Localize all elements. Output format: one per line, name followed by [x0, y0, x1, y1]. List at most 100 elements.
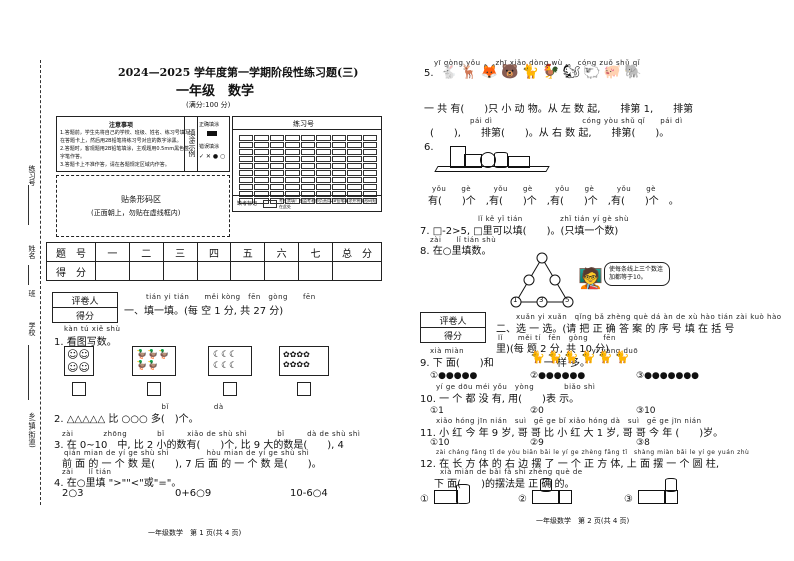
practice-bubble[interactable]: [300, 198, 316, 204]
q11-option-1[interactable]: ①10: [430, 438, 450, 448]
practice-bubble[interactable]: [254, 191, 269, 197]
practice-bubble[interactable]: [331, 156, 347, 162]
practice-bubble[interactable]: [362, 149, 377, 155]
q10-option-2[interactable]: ②0: [530, 406, 544, 416]
practice-bubble[interactable]: [316, 156, 331, 162]
practice-bubble[interactable]: [269, 170, 285, 176]
q4-item-2[interactable]: 0+6○9: [175, 488, 212, 499]
q1-answer-box-1[interactable]: [72, 382, 86, 396]
q10-option-3[interactable]: ③10: [636, 406, 656, 416]
missing-mark-box[interactable]: [263, 200, 277, 208]
practice-bubble[interactable]: [269, 163, 285, 169]
practice-bubble[interactable]: [285, 135, 300, 141]
practice-bubble[interactable]: [269, 191, 285, 197]
practice-bubble[interactable]: [316, 163, 331, 169]
practice-bubble[interactable]: [347, 170, 362, 176]
q9-option-3[interactable]: ③●●●●●●●: [636, 371, 700, 381]
practice-bubble[interactable]: [285, 156, 300, 162]
practice-bubble[interactable]: [254, 163, 269, 169]
practice-bubble[interactable]: [285, 142, 300, 148]
practice-bubble[interactable]: [300, 191, 316, 197]
q10-option-1[interactable]: ①1: [430, 406, 444, 416]
practice-bubble[interactable]: [254, 177, 269, 183]
practice-bubble[interactable]: [316, 198, 331, 204]
practice-bubble[interactable]: [254, 149, 269, 155]
q11-option-2[interactable]: ②9: [530, 438, 544, 448]
practice-bubble[interactable]: [316, 142, 331, 148]
practice-bubble[interactable]: [316, 170, 331, 176]
practice-bubble[interactable]: [239, 135, 254, 141]
practice-bubble[interactable]: [331, 170, 347, 176]
q1-answer-box-3[interactable]: [223, 382, 237, 396]
practice-bubble[interactable]: [347, 184, 362, 190]
practice-bubble[interactable]: [362, 163, 377, 169]
practice-bubble[interactable]: [331, 191, 347, 197]
practice-bubble[interactable]: [239, 142, 254, 148]
practice-bubble[interactable]: [362, 170, 377, 176]
q9-option-1[interactable]: ①●●●●●: [430, 371, 478, 381]
practice-bubble[interactable]: [300, 156, 316, 162]
practice-bubble[interactable]: [347, 149, 362, 155]
practice-bubble[interactable]: [269, 198, 285, 204]
q12-option-2-label[interactable]: ②: [518, 494, 527, 505]
practice-bubble[interactable]: [254, 142, 269, 148]
practice-bubble[interactable]: [331, 135, 347, 141]
practice-bubble[interactable]: [239, 184, 254, 190]
q1-answer-box-4[interactable]: [297, 382, 311, 396]
practice-bubble[interactable]: [300, 184, 316, 190]
practice-bubble[interactable]: [300, 177, 316, 183]
practice-bubble[interactable]: [285, 163, 300, 169]
q4-item-1[interactable]: 2○3: [62, 488, 84, 499]
practice-bubble[interactable]: [362, 156, 377, 162]
practice-bubble[interactable]: [362, 142, 377, 148]
practice-bubble[interactable]: [316, 149, 331, 155]
practice-bubble[interactable]: [347, 142, 362, 148]
score-cell[interactable]: [162, 261, 198, 281]
practice-bubble[interactable]: [285, 149, 300, 155]
practice-bubble[interactable]: [331, 149, 347, 155]
practice-bubble[interactable]: [362, 177, 377, 183]
practice-bubble[interactable]: [254, 156, 269, 162]
practice-bubble[interactable]: [331, 184, 347, 190]
practice-bubble[interactable]: [316, 184, 331, 190]
practice-bubble[interactable]: [285, 177, 300, 183]
practice-bubble[interactable]: [347, 163, 362, 169]
score-cell[interactable]: [264, 261, 300, 281]
practice-bubble[interactable]: [347, 156, 362, 162]
practice-bubble[interactable]: [269, 156, 285, 162]
practice-bubble[interactable]: [300, 163, 316, 169]
q11-option-3[interactable]: ③8: [636, 438, 650, 448]
practice-bubble[interactable]: [300, 135, 316, 141]
score-cell[interactable]: [298, 261, 333, 281]
practice-bubble[interactable]: [269, 184, 285, 190]
practice-bubble[interactable]: [362, 184, 377, 190]
practice-bubble[interactable]: [316, 177, 331, 183]
practice-bubble[interactable]: [347, 135, 362, 141]
practice-bubble[interactable]: [285, 184, 300, 190]
practice-bubble[interactable]: [285, 170, 300, 176]
score-cell[interactable]: [196, 261, 232, 281]
q9-option-2[interactable]: ②●●●●●●: [530, 371, 586, 381]
practice-bubble[interactable]: [347, 191, 362, 197]
practice-bubble[interactable]: [331, 163, 347, 169]
q1-answer-box-2[interactable]: [147, 382, 161, 396]
practice-bubble[interactable]: [362, 135, 377, 141]
score-cell[interactable]: [332, 261, 382, 281]
practice-bubble[interactable]: [300, 142, 316, 148]
practice-bubble[interactable]: [300, 170, 316, 176]
score-cell[interactable]: [95, 261, 130, 281]
practice-bubble[interactable]: [239, 156, 254, 162]
practice-bubble[interactable]: [285, 191, 300, 197]
practice-bubble[interactable]: [239, 163, 254, 169]
practice-bubble[interactable]: [331, 177, 347, 183]
practice-bubble[interactable]: [269, 177, 285, 183]
practice-number-grid[interactable]: [239, 135, 377, 204]
practice-bubble[interactable]: [269, 149, 285, 155]
practice-bubble[interactable]: [331, 198, 347, 204]
practice-bubble[interactable]: [239, 149, 254, 155]
q12-option-3-label[interactable]: ③: [624, 494, 633, 505]
q4-item-3[interactable]: 10-6○4: [290, 488, 328, 499]
practice-bubble[interactable]: [239, 170, 254, 176]
practice-bubble[interactable]: [269, 135, 285, 141]
practice-bubble[interactable]: [239, 198, 254, 204]
